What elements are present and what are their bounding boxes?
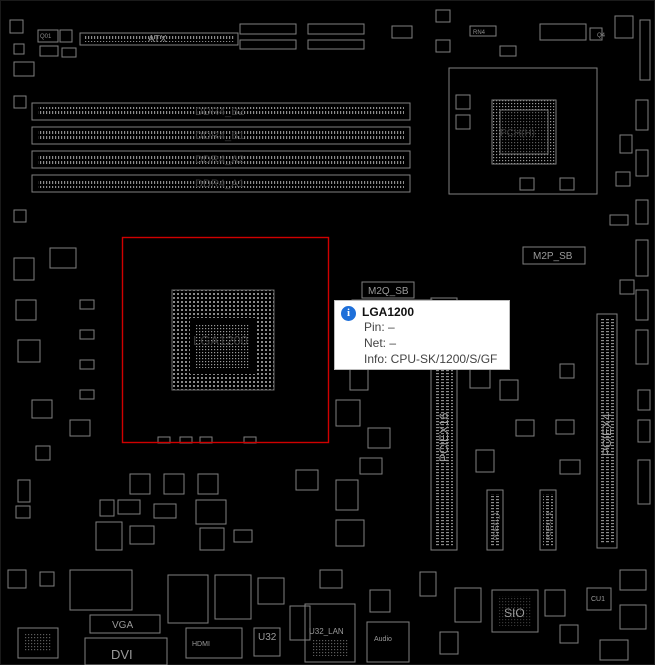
- tooltip-title: LGA1200: [362, 305, 415, 319]
- pciex1-1-slot[interactable]: [486, 489, 504, 551]
- lga1200-label: LGA1200: [193, 333, 248, 348]
- vga-label: VGA: [112, 620, 133, 631]
- pciex4-slot[interactable]: [596, 313, 618, 549]
- atx-connector[interactable]: [79, 32, 239, 46]
- m2p-sb-label: M2P_SB: [533, 251, 573, 262]
- ddr4-a1-label: DDR4_A1: [195, 178, 245, 190]
- ddr4-b1-slot[interactable]: [31, 126, 411, 145]
- sio-label: SIO: [504, 606, 525, 620]
- ddr4-a2-label: DDR4_A2: [195, 154, 245, 166]
- q01-part[interactable]: [37, 29, 59, 43]
- ddr4-a1-slot[interactable]: [31, 174, 411, 193]
- lga1200-highlight[interactable]: [121, 236, 330, 444]
- atx-label: ATX: [148, 34, 167, 45]
- q4-label: Q4: [597, 33, 606, 39]
- tooltip-info: Info: CPU-SK/1200/S/GF: [364, 352, 498, 366]
- pciex16-slot[interactable]: [430, 297, 458, 551]
- ddr4-a2-slot[interactable]: [31, 150, 411, 169]
- hdmi-label: HDMI: [192, 641, 210, 648]
- dvi-connector[interactable]: [84, 637, 168, 665]
- audio-connector[interactable]: [366, 621, 410, 663]
- pciex1-2-slot[interactable]: [539, 489, 557, 551]
- ddr4-b1-label: DDR4_B1: [195, 130, 245, 142]
- dvi-label: DVI: [111, 647, 133, 662]
- tooltip-pin: Pin: –: [364, 320, 395, 334]
- cu1-part[interactable]: [586, 587, 612, 611]
- rn4-label: RN4: [473, 30, 486, 36]
- audio-label: Audio: [374, 636, 392, 643]
- component-tooltip: i LGA1200 Pin: – Net: – Info: CPU-SK/120…: [334, 300, 510, 370]
- ddr4-b2-slot[interactable]: [31, 102, 411, 121]
- m2q-sb-slot[interactable]: [361, 281, 415, 299]
- q01-label: Q01: [40, 34, 52, 40]
- pch-label: PCH(H): [500, 128, 535, 139]
- u32-lan-label: U32_LAN: [309, 627, 344, 636]
- u32-lan-connector[interactable]: [304, 603, 356, 663]
- ddr4-b2-label: DDR4_B2: [195, 106, 245, 118]
- info-icon: i: [341, 306, 356, 321]
- pciex1-2-label: PCIEX1_2: [547, 511, 553, 540]
- sio-chip[interactable]: [491, 589, 539, 633]
- pch-chip-outline[interactable]: [448, 67, 598, 195]
- pciex1-1-label: PCIEX1_1: [494, 511, 500, 540]
- vga-connector[interactable]: [89, 614, 161, 634]
- m2p-sb-slot[interactable]: [522, 246, 586, 265]
- tooltip-net: Net: –: [364, 336, 397, 350]
- hdmi-connector[interactable]: [185, 627, 243, 659]
- u32-label: U32: [258, 632, 277, 643]
- pciex4-label: PCIEX4: [600, 413, 614, 456]
- cu1-label: CU1: [591, 596, 605, 603]
- pciex16-label: PCIEX16: [437, 412, 451, 462]
- m2q-sb-label: M2Q_SB: [368, 286, 409, 297]
- u32-part[interactable]: [253, 627, 281, 657]
